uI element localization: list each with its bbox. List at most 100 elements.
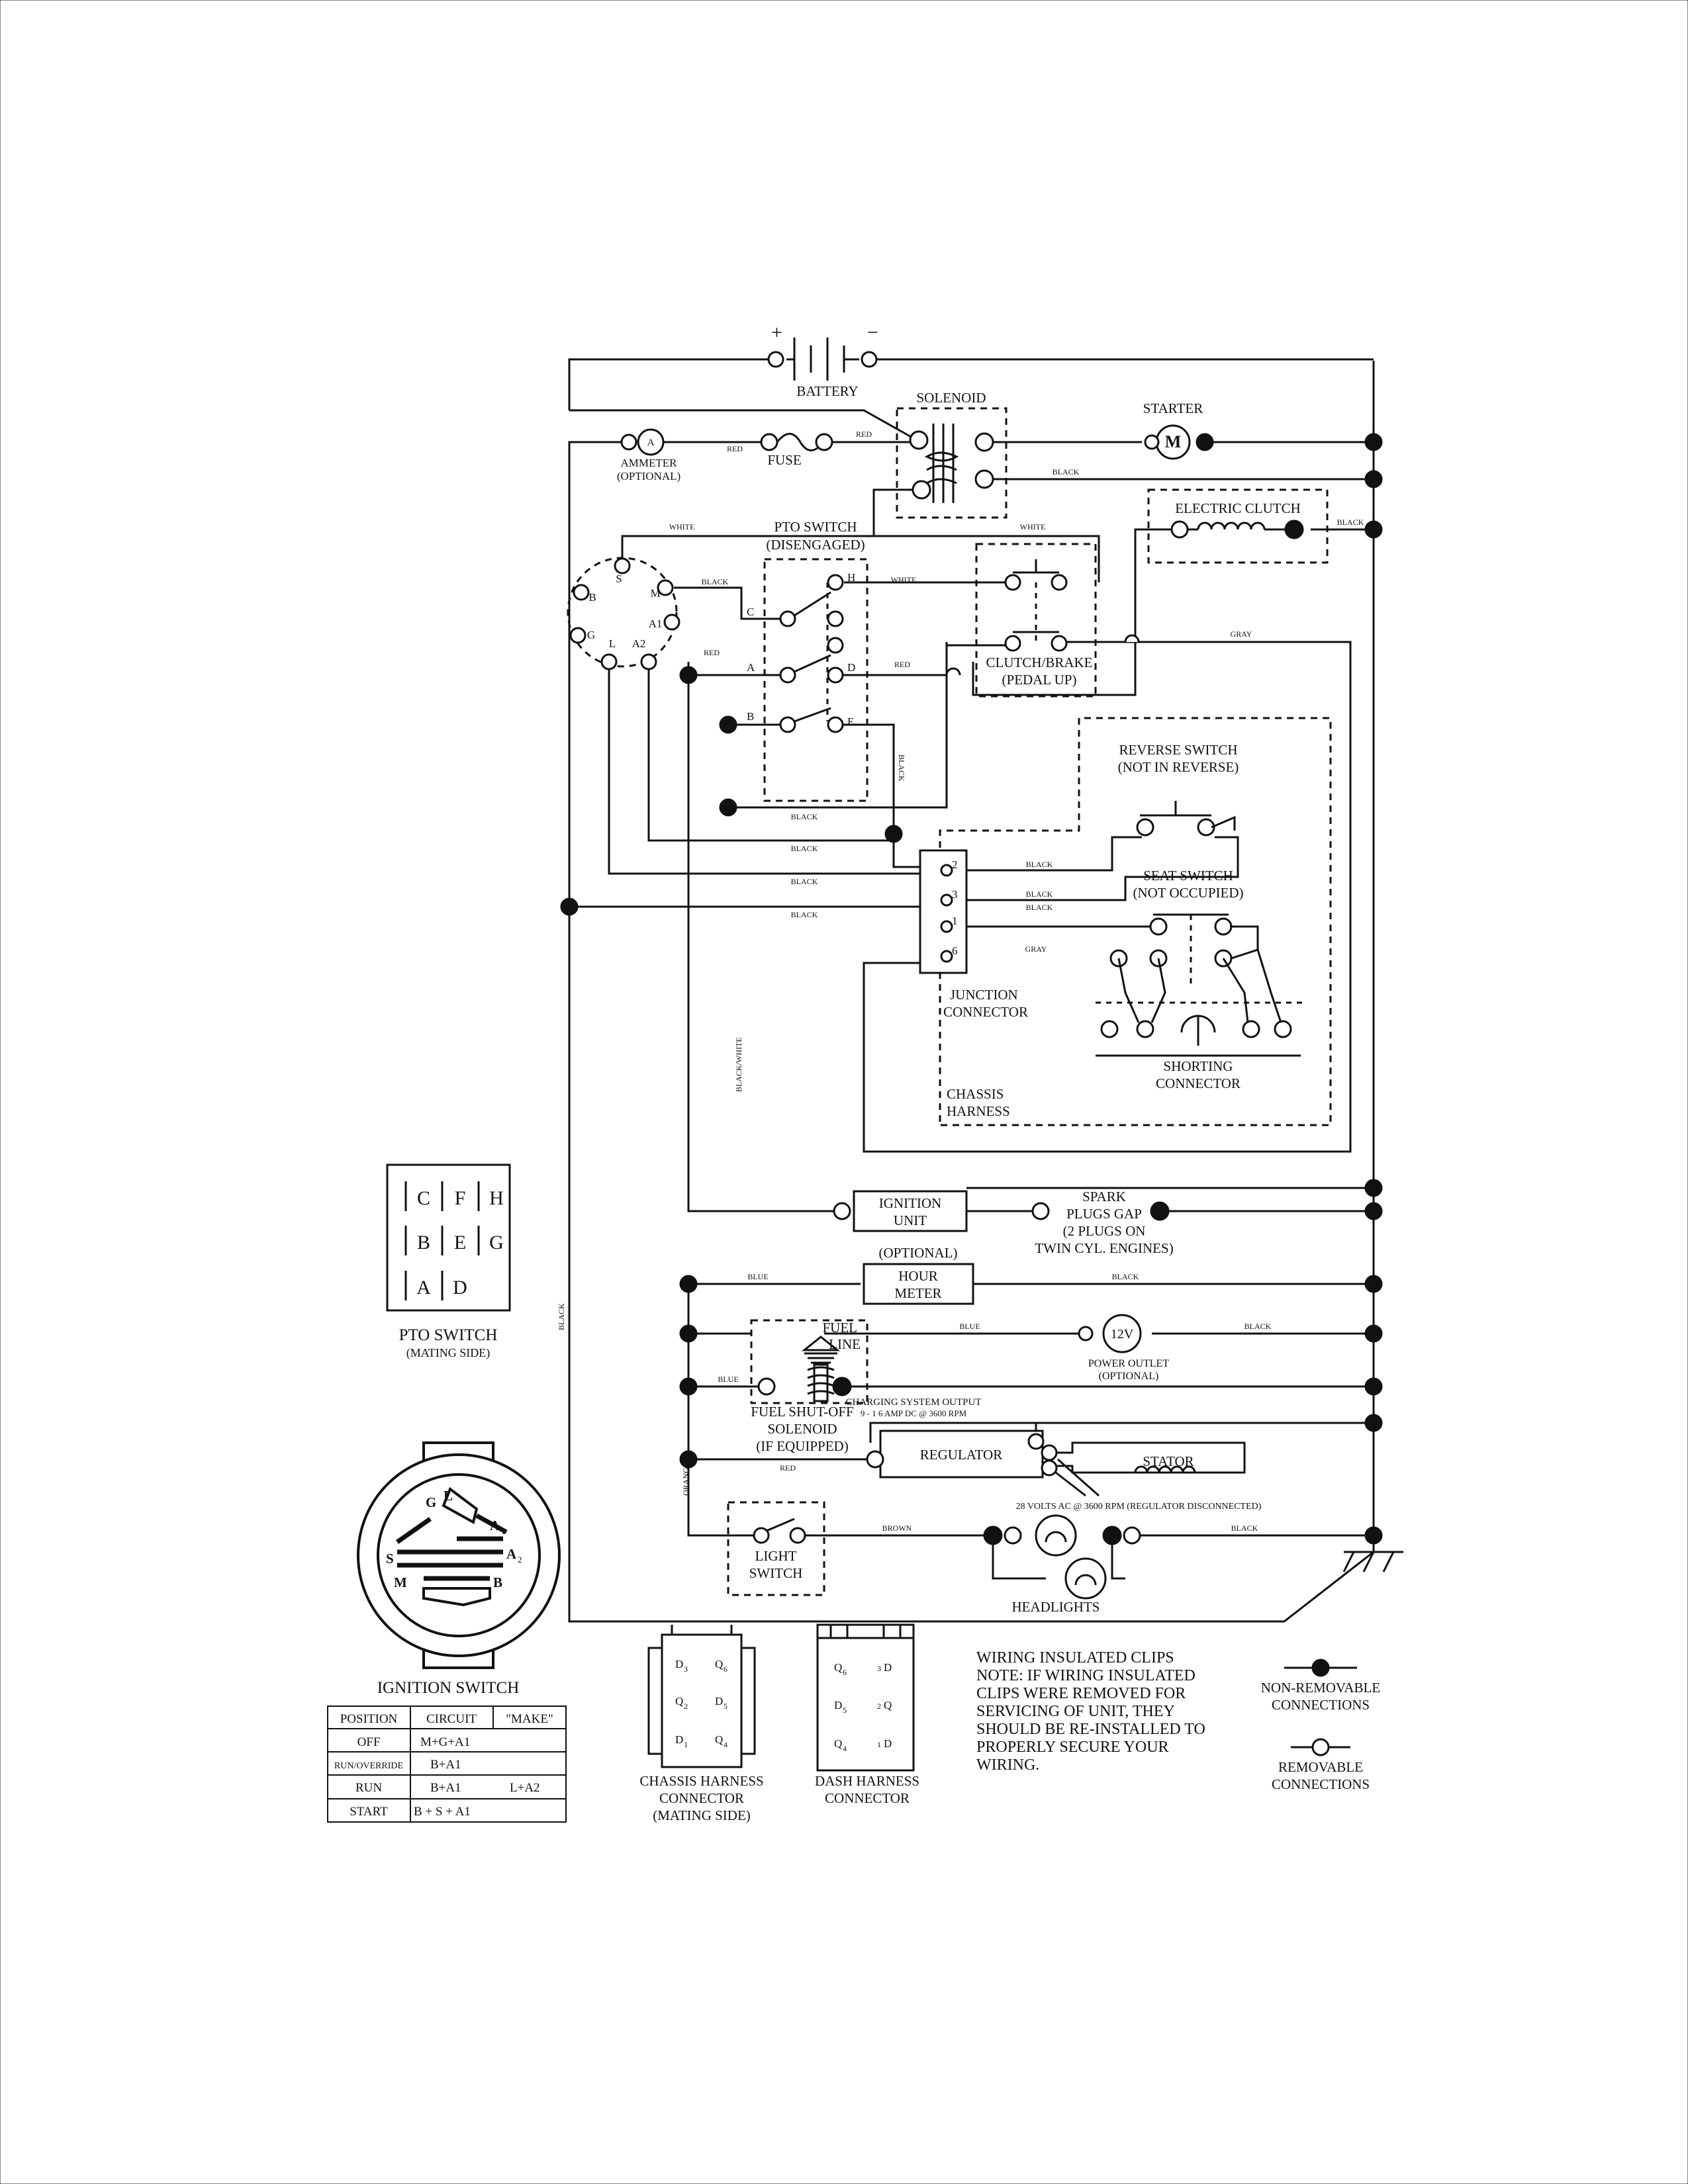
ign-terminal-a2: A2 — [632, 637, 646, 650]
chassis-pin-d1: D — [675, 1733, 683, 1746]
wire-label-black-1: BLACK — [1053, 467, 1080, 477]
shorting-label: SHORTING — [1164, 1058, 1233, 1074]
battery-solenoid-wire — [569, 409, 917, 441]
ground-hatch-1 — [1342, 1551, 1355, 1572]
ign-table-row-1-position: RUN/OVERRIDE — [334, 1761, 403, 1771]
ammeter — [620, 428, 665, 456]
pto-mating-c: C — [417, 1187, 430, 1209]
power-outlet-12v: 12V — [1111, 1327, 1134, 1342]
dash-pin-d1: D — [884, 1737, 892, 1750]
wire-label-black-10: BLACK — [1026, 889, 1053, 899]
ign-table-row-2-make: L+A2 — [510, 1781, 540, 1795]
battery-label: BATTERY — [796, 383, 858, 399]
pto-terminal-h: H — [847, 571, 855, 584]
legend-removable-2: CONNECTIONS — [1272, 1776, 1370, 1792]
power-outlet — [1078, 1314, 1142, 1353]
legend-removable-1: REMOVABLE — [1278, 1759, 1363, 1775]
pto-terminal-a: A — [747, 661, 755, 674]
ign-table-header-make: "MAKE" — [506, 1712, 553, 1726]
dash-pin-q2: Q — [884, 1699, 892, 1711]
wire-label-blue-1: BLUE — [747, 1272, 768, 1281]
light-switch — [727, 1501, 825, 1596]
fuse — [760, 433, 833, 451]
pto-terminal-b: B — [747, 710, 754, 723]
ign-face-b: B — [493, 1574, 502, 1590]
chassis-pin-q6-sub: 6 — [724, 1664, 727, 1674]
pto-mating-h: H — [489, 1187, 504, 1209]
ground-hatch-3 — [1382, 1551, 1395, 1572]
regulator — [866, 1430, 1196, 1497]
pto-mating-b: B — [417, 1232, 430, 1253]
junction-pin-6: 6 — [952, 944, 958, 957]
two-plugs-label: (2 PLUGS ON — [1063, 1223, 1146, 1239]
dash-pin-d5-sub: 5 — [843, 1706, 847, 1715]
not-in-reverse-label: (NOT IN REVERSE) — [1118, 759, 1239, 775]
dash-pin-d5: D — [834, 1699, 842, 1711]
dash-pin-q4: Q — [834, 1737, 842, 1750]
line-label: LINE — [829, 1336, 861, 1352]
dash-pin-q4-sub: 4 — [843, 1744, 847, 1753]
pto-mating-e: E — [454, 1232, 466, 1253]
chassis-pin-q4-sub: 4 — [724, 1740, 727, 1749]
black-wire-m-to-c — [674, 586, 781, 620]
wire-label-white-2: WHITE — [669, 522, 695, 531]
pto-mating-title: PTO SWITCH — [399, 1326, 498, 1344]
junction-pin-3: 3 — [952, 888, 958, 901]
shorting-connector-label: CONNECTOR — [1156, 1075, 1241, 1091]
headlight-2-right — [1111, 1535, 1125, 1580]
clips-note-1: NOTE: IF WIRING INSULATED — [976, 1667, 1196, 1684]
junction-pin-2: 2 — [952, 858, 958, 871]
junction-label: JUNCTION — [950, 987, 1018, 1003]
ign-terminal-g: G — [587, 629, 595, 641]
ignition-unit-label-2: UNIT — [894, 1212, 927, 1228]
dash-connector-label-2: CONNECTOR — [825, 1790, 910, 1806]
clutch-brake-label: CLUTCH/BRAKE — [986, 655, 1092, 670]
reverse-switch — [1136, 801, 1236, 837]
clips-note-4: SHOULD BE RE-INSTALLED TO — [976, 1721, 1205, 1738]
battery-plus: + — [771, 322, 782, 343]
clips-note-3: SERVICING OF UNIT, THEY — [976, 1703, 1175, 1720]
wire-label-red-2: RED — [856, 430, 872, 439]
clutch-brake-switch — [975, 543, 1097, 698]
if-equipped-label: (IF EQUIPPED) — [756, 1438, 848, 1454]
dash-pin-q2-num: 2 — [877, 1702, 881, 1711]
wire-label-black-14: BLACK — [1231, 1524, 1258, 1533]
chassis-pin-q2: Q — [675, 1695, 683, 1707]
starter-m: M — [1165, 432, 1182, 451]
clips-title: WIRING INSULATED CLIPS — [976, 1649, 1174, 1666]
seat-switch-label: SEAT SWITCH — [1143, 868, 1233, 884]
chassis-connector-label-3: (MATING SIDE) — [653, 1807, 751, 1823]
chassis-pin-q2-sub: 2 — [684, 1702, 688, 1711]
connection-dots — [560, 433, 1383, 1545]
wire-label-red-4: RED — [894, 660, 910, 669]
ign-face-m: M — [394, 1574, 407, 1590]
chassis-harness-connector — [647, 1625, 756, 1768]
pto-terminal-d: D — [847, 661, 855, 674]
chassis-harness-box — [919, 717, 1332, 1126]
ign-face-g: G — [426, 1494, 436, 1510]
power-outlet-optional: (OPTIONAL) — [1099, 1371, 1159, 1382]
ignition-table-start-row — [327, 1798, 567, 1823]
battery-negative-link — [568, 358, 768, 410]
meter-label: METER — [894, 1285, 941, 1301]
wire-label-black-6: BLACK — [791, 844, 818, 853]
regulator-label: REGULATOR — [920, 1447, 1002, 1463]
pto-terminal-e: E — [847, 715, 854, 728]
power-outlet-label: POWER OUTLET — [1088, 1358, 1169, 1369]
electric-clutch-label: ELECTRIC CLUTCH — [1175, 500, 1301, 516]
junction-connector-label: CONNECTOR — [943, 1004, 1028, 1020]
pto-mating-sub: (MATING SIDE) — [406, 1346, 490, 1360]
wire-label-black-7: BLACK — [791, 877, 818, 886]
ign-face-l: L — [444, 1488, 453, 1504]
pto-switch-label: PTO SWITCH — [774, 519, 857, 535]
ammeter-optional: (OPTIONAL) — [617, 470, 680, 482]
ign-table-row-0-circuit: M+G+A1 — [420, 1735, 470, 1749]
starter — [1144, 424, 1214, 460]
hour-meter — [863, 1263, 974, 1305]
battery — [767, 338, 878, 381]
chassis-pin-d5: D — [715, 1695, 723, 1707]
twin-cyl-label: TWIN CYL. ENGINES) — [1035, 1240, 1173, 1256]
ammeter-feed-wire — [568, 441, 622, 576]
regulator-output-wire — [869, 1422, 1374, 1443]
